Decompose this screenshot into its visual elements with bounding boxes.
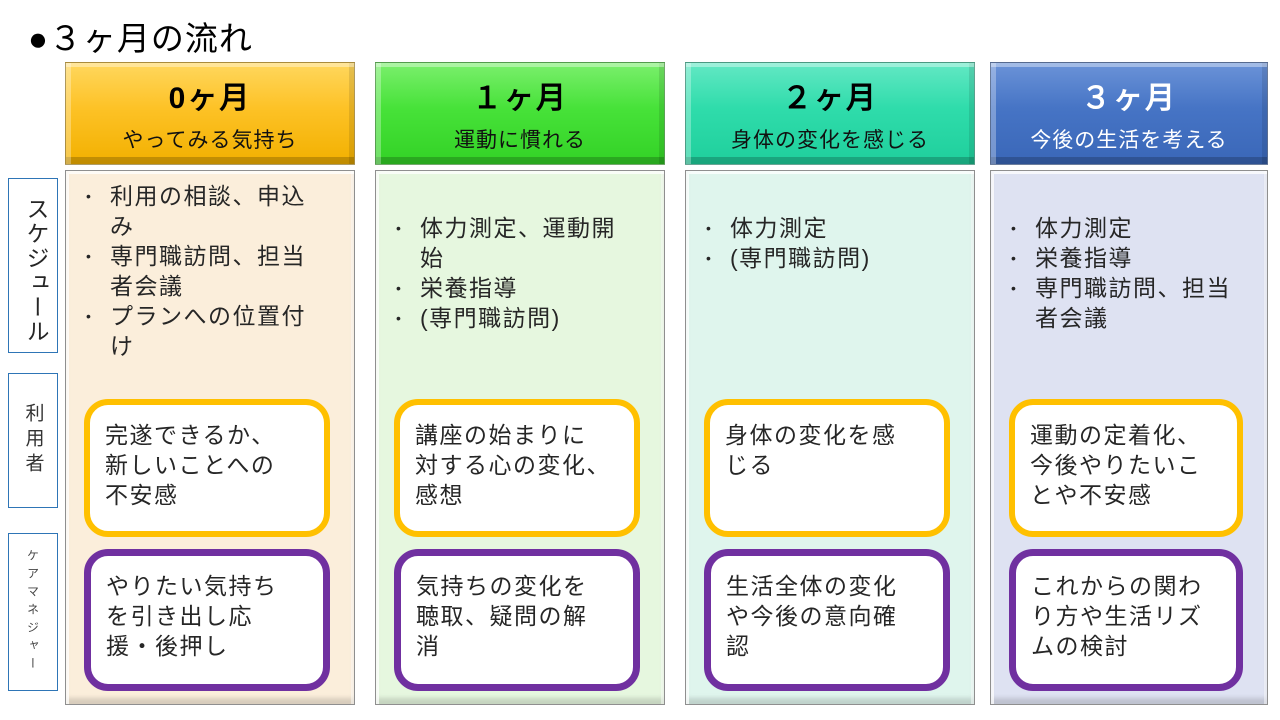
month-header-3: ３ヶ月 今後の生活を考える bbox=[990, 62, 1268, 165]
care-manager-note-box: やりたい気持ち を引き出し応 援・後押し bbox=[84, 549, 330, 691]
month-column-1: １ヶ月 運動に慣れる •体力測定、運動開 始 •栄養指導 •(専門職訪問) 講座… bbox=[375, 62, 665, 705]
month-column-2: ２ヶ月 身体の変化を感じる •体力測定 •(専門職訪問) 身体の変化を感 じる … bbox=[685, 62, 975, 705]
bullet-icon: • bbox=[396, 280, 403, 296]
row-label-schedule-text: スケジュール bbox=[23, 197, 49, 344]
month-subtitle: 身体の変化を感じる bbox=[731, 129, 929, 152]
schedule-list: •体力測定 •(専門職訪問) bbox=[686, 171, 974, 399]
care-manager-note-box: 生活全体の変化 や今後の意向確 認 bbox=[704, 549, 950, 691]
row-label-user-text: 利用者 bbox=[22, 403, 44, 478]
row-label-care-manager-text: ケアマネジャー bbox=[25, 549, 40, 675]
month-label: 0ヶ月 bbox=[168, 82, 252, 115]
row-label-schedule: スケジュール bbox=[8, 178, 58, 353]
bullet-icon: • bbox=[706, 220, 713, 236]
schedule-list: •体力測定 •栄養指導 •専門職訪問、担当 者会議 bbox=[991, 171, 1267, 399]
bullet-icon: • bbox=[1011, 250, 1018, 266]
bullet-icon: • bbox=[396, 220, 403, 236]
schedule-list: •利用の相談、申込 み •専門職訪問、担当 者会議 •プランへの位置付 け bbox=[66, 171, 354, 399]
bullet-icon: • bbox=[86, 248, 93, 264]
page-title: ●３ヶ月の流れ bbox=[28, 20, 253, 57]
bullet-icon: • bbox=[1011, 220, 1018, 236]
care-manager-note-box: 気持ちの変化を 聴取、疑問の解 消 bbox=[394, 549, 640, 691]
row-label-care-manager: ケアマネジャー bbox=[8, 533, 58, 691]
care-manager-note-box: これからの関わ り方や生活リズ ムの検討 bbox=[1009, 549, 1243, 691]
month-header-1: １ヶ月 運動に慣れる bbox=[375, 62, 665, 165]
bullet-icon: • bbox=[86, 308, 93, 324]
schedule-item: •(専門職訪問) bbox=[706, 245, 871, 271]
row-label-user: 利用者 bbox=[8, 373, 58, 508]
schedule-item: •専門職訪問、担当 者会議 bbox=[86, 243, 306, 299]
user-note-box: 完遂できるか、 新しいことへの 不安感 bbox=[84, 399, 330, 537]
month-subtitle: 運動に慣れる bbox=[454, 129, 586, 152]
schedule-item: •栄養指導 bbox=[1011, 245, 1133, 271]
schedule-item: •体力測定 bbox=[706, 215, 828, 241]
schedule-item: •(専門職訪問) bbox=[396, 305, 561, 331]
month-header-0: 0ヶ月 やってみる気持ち bbox=[65, 62, 355, 165]
schedule-list: •体力測定、運動開 始 •栄養指導 •(専門職訪問) bbox=[376, 171, 664, 399]
month-column-3: ３ヶ月 今後の生活を考える •体力測定 •栄養指導 •専門職訪問、担当 者会議 … bbox=[990, 62, 1268, 705]
schedule-item: •専門職訪問、担当 者会議 bbox=[1011, 275, 1231, 331]
user-note-box: 講座の始まりに 対する心の変化、 感想 bbox=[394, 399, 640, 537]
schedule-item: •利用の相談、申込 み bbox=[86, 183, 306, 239]
month-body-2: •体力測定 •(専門職訪問) 身体の変化を感 じる 生活全体の変化 や今後の意向… bbox=[685, 170, 975, 705]
bullet-icon: • bbox=[706, 250, 713, 266]
schedule-item: •プランへの位置付 け bbox=[86, 303, 306, 359]
month-label: ３ヶ月 bbox=[1081, 82, 1177, 115]
schedule-item: •体力測定 bbox=[1011, 215, 1133, 241]
bullet-icon: • bbox=[86, 188, 93, 204]
month-header-2: ２ヶ月 身体の変化を感じる bbox=[685, 62, 975, 165]
user-note-box: 身体の変化を感 じる bbox=[704, 399, 950, 537]
month-subtitle: 今後の生活を考える bbox=[1030, 129, 1228, 152]
schedule-item: •体力測定、運動開 始 bbox=[396, 215, 616, 271]
month-subtitle: やってみる気持ち bbox=[122, 129, 298, 152]
month-body-3: •体力測定 •栄養指導 •専門職訪問、担当 者会議 運動の定着化、 今後やりたい… bbox=[990, 170, 1268, 705]
month-label: ２ヶ月 bbox=[782, 82, 878, 115]
bullet-icon: • bbox=[396, 310, 403, 326]
user-note-box: 運動の定着化、 今後やりたいこ とや不安感 bbox=[1009, 399, 1243, 537]
month-column-0: 0ヶ月 やってみる気持ち •利用の相談、申込 み •専門職訪問、担当 者会議 •… bbox=[65, 62, 355, 705]
bullet-icon: • bbox=[1011, 280, 1018, 296]
month-body-1: •体力測定、運動開 始 •栄養指導 •(専門職訪問) 講座の始まりに 対する心の… bbox=[375, 170, 665, 705]
schedule-item: •栄養指導 bbox=[396, 275, 518, 301]
month-label: １ヶ月 bbox=[472, 82, 568, 115]
month-body-0: •利用の相談、申込 み •専門職訪問、担当 者会議 •プランへの位置付 け 完遂… bbox=[65, 170, 355, 705]
